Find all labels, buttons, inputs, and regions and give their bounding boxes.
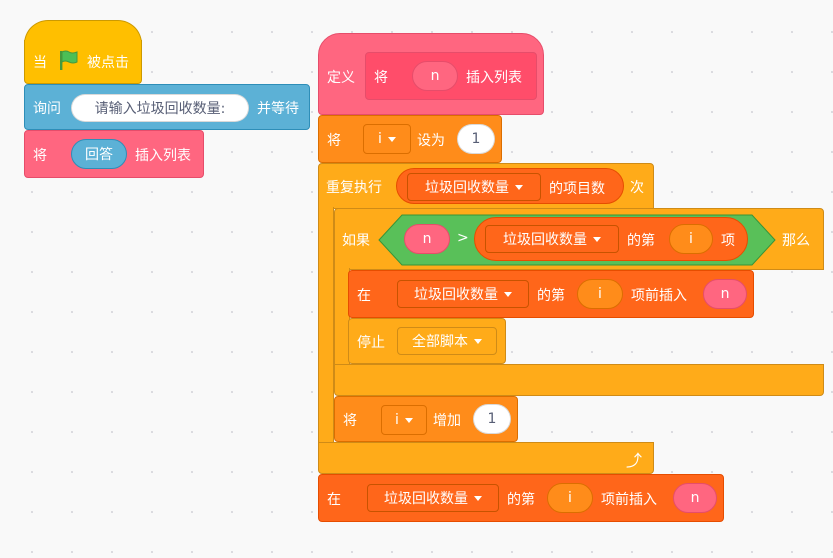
repeat-arm (318, 207, 334, 445)
call-suffix: 插入列表 (135, 148, 191, 164)
set-prefix: 将 (327, 133, 341, 149)
if-list-dropdown[interactable]: 垃圾回收数量 (485, 225, 619, 253)
change-variable-dropdown[interactable]: i (381, 405, 427, 435)
if-left-n-reporter[interactable]: n (404, 224, 450, 254)
insert-inner-value-reporter[interactable]: n (703, 279, 747, 309)
insert-at-block-outer[interactable]: 在 垃圾回收数量 的第 i 项前插入 n (318, 474, 724, 522)
set-variable-name: i (378, 131, 382, 147)
length-of-list-reporter[interactable]: 垃圾回收数量 的项目数 (396, 168, 624, 204)
hat-suffix: 被点击 (87, 55, 129, 71)
change-mid: 增加 (433, 413, 461, 429)
insert-outer-mid: 的第 (507, 492, 535, 508)
repeat-block[interactable]: 重复执行 垃圾回收数量 的项目数 次 ⤴ (318, 163, 654, 474)
repeat-mid: 的项目数 (549, 181, 605, 197)
greater-than-sign: > (457, 230, 469, 246)
insert-outer-prefix: 在 (327, 492, 341, 508)
insert-at-block-inner[interactable]: 在 垃圾回收数量 的第 i 项前插入 n (348, 270, 754, 318)
set-mid: 设为 (417, 133, 445, 149)
stop-prefix: 停止 (357, 335, 385, 351)
insert-outer-after: 项前插入 (601, 492, 657, 508)
stop-block[interactable]: 停止 全部脚本 (348, 318, 506, 364)
repeat-suffix: 次 (630, 180, 644, 196)
insert-inner-list-name: 垃圾回收数量 (414, 287, 498, 303)
set-variable-block[interactable]: 将 i 设为 1 (318, 115, 502, 163)
define-prototype: 将 n 插入列表 (365, 52, 537, 100)
insert-outer-list-name: 垃圾回收数量 (384, 491, 468, 507)
repeat-list-name: 垃圾回收数量 (425, 180, 509, 196)
param-n-reporter[interactable]: n (412, 61, 458, 91)
chevron-down-icon (474, 339, 482, 344)
if-prefix: 如果 (342, 233, 370, 249)
ask-label: 询问 (33, 101, 61, 117)
chevron-down-icon (515, 185, 523, 190)
define-label: 定义 (327, 70, 355, 86)
define-block[interactable]: 定义 将 n 插入列表 (318, 33, 544, 115)
insert-inner-after: 项前插入 (631, 288, 687, 304)
if-block[interactable]: 如果 n > 垃圾回收数量 的第 i 项 那么 (334, 208, 824, 396)
if-list-name: 垃圾回收数量 (503, 232, 587, 248)
insert-inner-prefix: 在 (357, 288, 371, 304)
change-value-input[interactable]: 1 (473, 404, 511, 434)
define-word: 将 (374, 70, 388, 86)
insert-inner-index-reporter[interactable]: i (577, 279, 623, 309)
insert-outer-list-dropdown[interactable]: 垃圾回收数量 (367, 484, 499, 512)
set-value-input[interactable]: 1 (457, 124, 495, 154)
ask-and-wait-block[interactable]: 询问 请输入垃圾回收数量: 并等待 (24, 84, 310, 130)
ask-suffix: 并等待 (257, 101, 299, 117)
repeat-list-dropdown[interactable]: 垃圾回收数量 (407, 173, 541, 201)
insert-outer-index-reporter[interactable]: i (547, 483, 593, 513)
item-of-list-reporter[interactable]: 垃圾回收数量 的第 i 项 (474, 217, 748, 261)
ask-question-input[interactable]: 请输入垃圾回收数量: (71, 94, 249, 122)
chevron-down-icon (404, 418, 413, 423)
stop-option-dropdown[interactable]: 全部脚本 (397, 327, 497, 355)
stop-option-name: 全部脚本 (412, 334, 468, 350)
when-flag-clicked-block[interactable]: 当 被点击 (24, 40, 142, 84)
set-variable-dropdown[interactable]: i (363, 124, 411, 154)
if-then: 那么 (782, 233, 810, 249)
repeat-prefix: 重复执行 (326, 180, 382, 196)
if-item-prefix: 的第 (627, 233, 655, 249)
chevron-down-icon (504, 292, 512, 297)
define-suffix: 插入列表 (466, 70, 522, 86)
insert-inner-mid: 的第 (537, 288, 565, 304)
if-index-i-reporter[interactable]: i (669, 224, 713, 254)
if-footer (334, 364, 824, 396)
repeat-footer (318, 442, 654, 474)
call-prefix: 将 (33, 148, 47, 164)
loop-arrow-icon: ⤴ (626, 451, 643, 470)
if-item-suffix: 项 (721, 233, 735, 249)
green-flag-icon (57, 49, 79, 75)
insert-outer-value-reporter[interactable]: n (673, 483, 717, 513)
chevron-down-icon (387, 137, 396, 142)
answer-reporter[interactable]: 回答 (71, 139, 127, 169)
chevron-down-icon (593, 237, 601, 242)
call-insert-list-block[interactable]: 将 回答 插入列表 (24, 130, 204, 178)
change-variable-name: i (395, 412, 399, 428)
insert-inner-list-dropdown[interactable]: 垃圾回收数量 (397, 280, 529, 308)
change-prefix: 将 (343, 413, 357, 429)
change-variable-block[interactable]: 将 i 增加 1 (334, 396, 518, 442)
hat-prefix: 当 (33, 55, 47, 71)
chevron-down-icon (474, 496, 482, 501)
